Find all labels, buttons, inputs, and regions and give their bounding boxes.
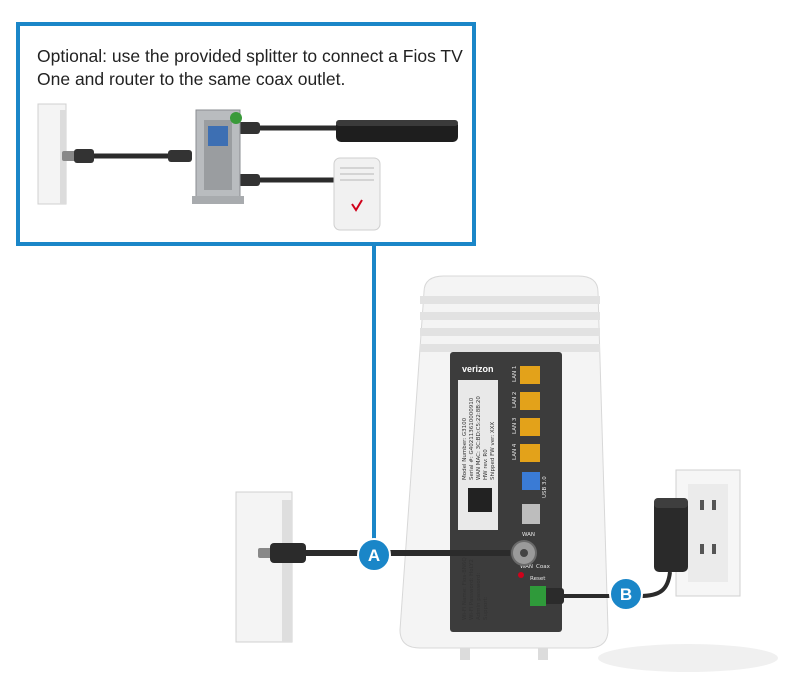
- marker-a: A: [357, 538, 391, 572]
- wifi-line: Admin password:: [476, 573, 482, 620]
- usb-label: USB 3.0: [542, 476, 548, 498]
- splitter-callout-text: Optional: use the provided splitter to c…: [37, 46, 463, 89]
- coax-cable-a: [258, 540, 537, 566]
- marker-b: B: [609, 577, 643, 611]
- sticker-line: Model Number: G3100: [462, 417, 468, 480]
- wifi-line: Wi-Fi Password: HoLY2: [469, 559, 475, 620]
- left-wall-plate: [235, 491, 293, 643]
- callout-coax-cables: [62, 122, 340, 186]
- coax-label: Coax: [536, 564, 551, 570]
- marker-b-label: B: [620, 585, 632, 604]
- callout-mini-router: [333, 157, 381, 231]
- lan-port: [520, 366, 540, 384]
- sticker-line: Shipped FW ver: XXX: [490, 422, 496, 480]
- callout-wall-plate: [37, 103, 67, 205]
- power-port: [530, 586, 546, 606]
- floor-shadow: [598, 644, 778, 672]
- lan-port: [520, 444, 540, 462]
- sticker-line: WAN MAC: 3C:BD:C5:22:8B:20: [476, 396, 482, 480]
- power-adapter: [654, 498, 688, 572]
- lan-port: [520, 418, 540, 436]
- sticker-line: HW rev: R0: [483, 449, 489, 480]
- wan-coax-label: WAN: [520, 564, 533, 570]
- wifi-line: Wi-Fi Name: Fios-8N6Q: [462, 557, 468, 620]
- router-feet: [460, 648, 548, 660]
- wifi-line: Support:: [483, 596, 489, 620]
- callout-splitter: [192, 109, 244, 204]
- router-port-labels: LAN 1 LAN 2 LAN 3 LAN 4 USB 3.0 WAN WAN …: [512, 366, 551, 582]
- router-vents: [420, 296, 600, 352]
- lan4-label: LAN 4: [512, 443, 518, 460]
- lan1-label: LAN 1: [512, 366, 518, 382]
- router-wifi-text: Wi-Fi Name: Fios-8N6Q Wi-Fi Password: Ho…: [462, 557, 489, 620]
- wan-label: WAN: [522, 532, 535, 538]
- callout-fios-tv-one: [336, 120, 458, 142]
- router-brand-label: verizon: [462, 364, 494, 374]
- router-lan-ports: [520, 366, 540, 462]
- reset-label: Reset: [530, 576, 546, 582]
- router-sticker-text: Model Number: G3100 Serial #: G402113610…: [462, 396, 496, 480]
- lan3-label: LAN 3: [512, 417, 518, 434]
- usb-port: [522, 472, 540, 490]
- lan2-label: LAN 2: [512, 392, 518, 408]
- marker-a-label: A: [368, 546, 380, 565]
- wan-port: [522, 504, 540, 524]
- sticker-line: Serial #: G402113610000910: [469, 397, 475, 480]
- reset-button: [518, 572, 524, 578]
- lan-port: [520, 392, 540, 410]
